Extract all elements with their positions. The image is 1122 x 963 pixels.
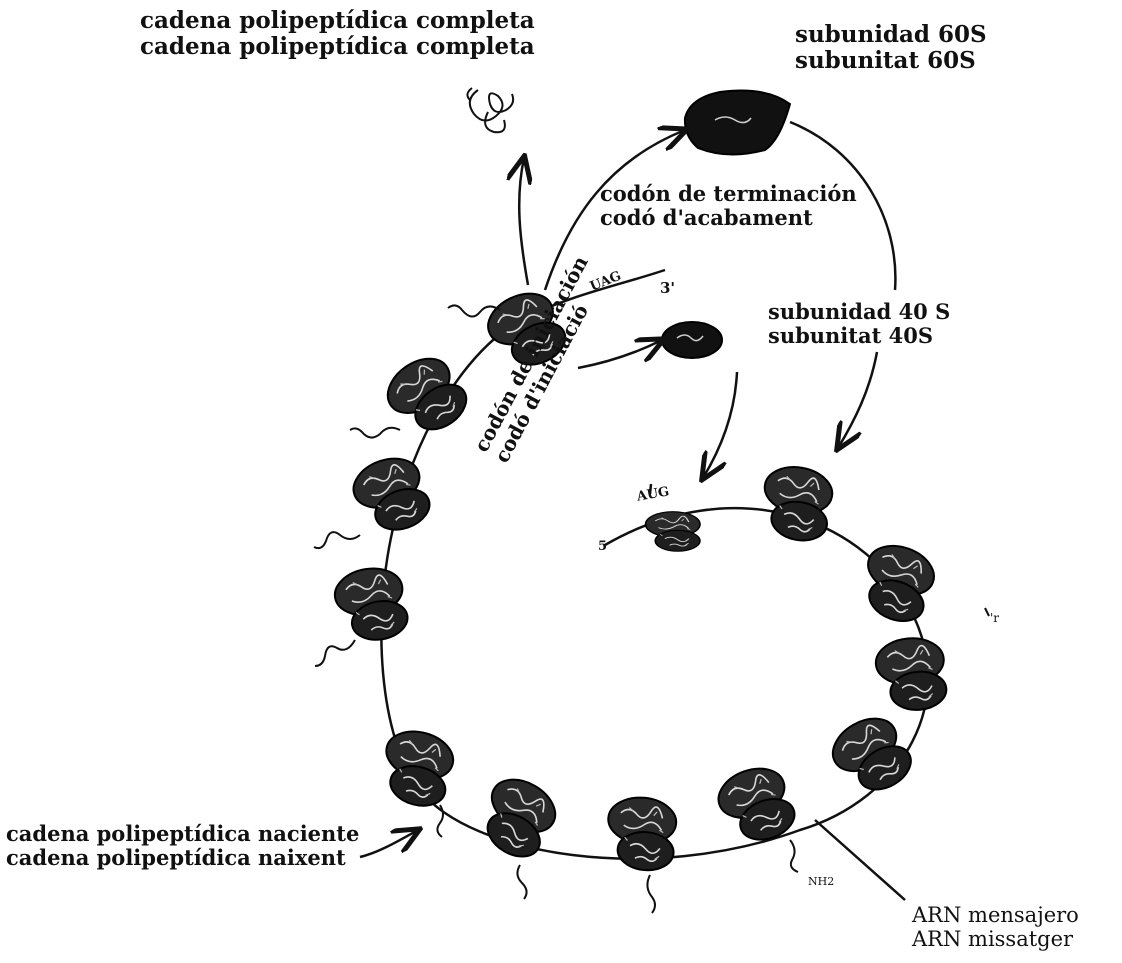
ribosome-icon	[756, 462, 835, 545]
subunit-60s-label-ca: subunitat 60S	[795, 48, 987, 74]
ribosome-icon	[874, 636, 948, 714]
mrna-label: ARN mensajero ARN missatger	[912, 903, 1079, 951]
nascent-chain-label: cadena polipeptídica naciente cadena pol…	[6, 822, 359, 870]
subunit-40s-label-ca: subunitat 40S	[768, 324, 950, 348]
mrna-label-es: ARN mensajero	[912, 903, 1079, 927]
ribosome-60s-icon	[685, 91, 790, 155]
stray-mark-text: 'r	[990, 612, 999, 626]
ribosome-icon	[374, 724, 458, 811]
mrna-label-ca: ARN missatger	[912, 927, 1079, 951]
ribosome-icon	[646, 512, 700, 552]
ribosome-icon	[604, 795, 678, 873]
folded-protein-icon	[467, 88, 513, 132]
stray-mark	[985, 608, 989, 616]
ribosome-40s-icon	[662, 322, 722, 358]
subunit-60s-label-es: subunidad 60S	[795, 22, 987, 48]
ribosome-icon	[331, 563, 410, 646]
complete-chain-label-es: cadena polipeptídica completa	[140, 8, 535, 34]
complete-chain-label-ca: cadena polipeptídica completa	[140, 34, 535, 60]
complete-chain-label: cadena polipeptídica completa cadena pol…	[140, 8, 535, 61]
ribosome-icon	[852, 537, 941, 628]
ribosome-icon	[712, 760, 801, 851]
termination-codon-label-es: codón de terminación	[600, 182, 857, 206]
ribosome-icon	[824, 708, 919, 804]
three-prime-marker: 3'	[660, 280, 675, 297]
nascent-chain-label-es: cadena polipeptídica naciente	[6, 822, 359, 846]
termination-codon-label-ca: codó d'acabament	[600, 206, 857, 230]
nascent-chain-label-ca: cadena polipeptídica naixent	[6, 846, 359, 870]
termination-codon-label: codón de terminación codó d'acabament	[600, 182, 857, 230]
ribosome-icon	[347, 450, 436, 541]
five-prime-marker: 5	[598, 540, 607, 555]
subunit-60s-label: subunidad 60S subunitat 60S	[795, 22, 987, 75]
subunit-40s-label: subunidad 40 S subunitat 40S	[768, 300, 950, 348]
amino-end-marker: NH2	[808, 876, 834, 889]
subunit-40s-label-es: subunidad 40 S	[768, 300, 950, 324]
